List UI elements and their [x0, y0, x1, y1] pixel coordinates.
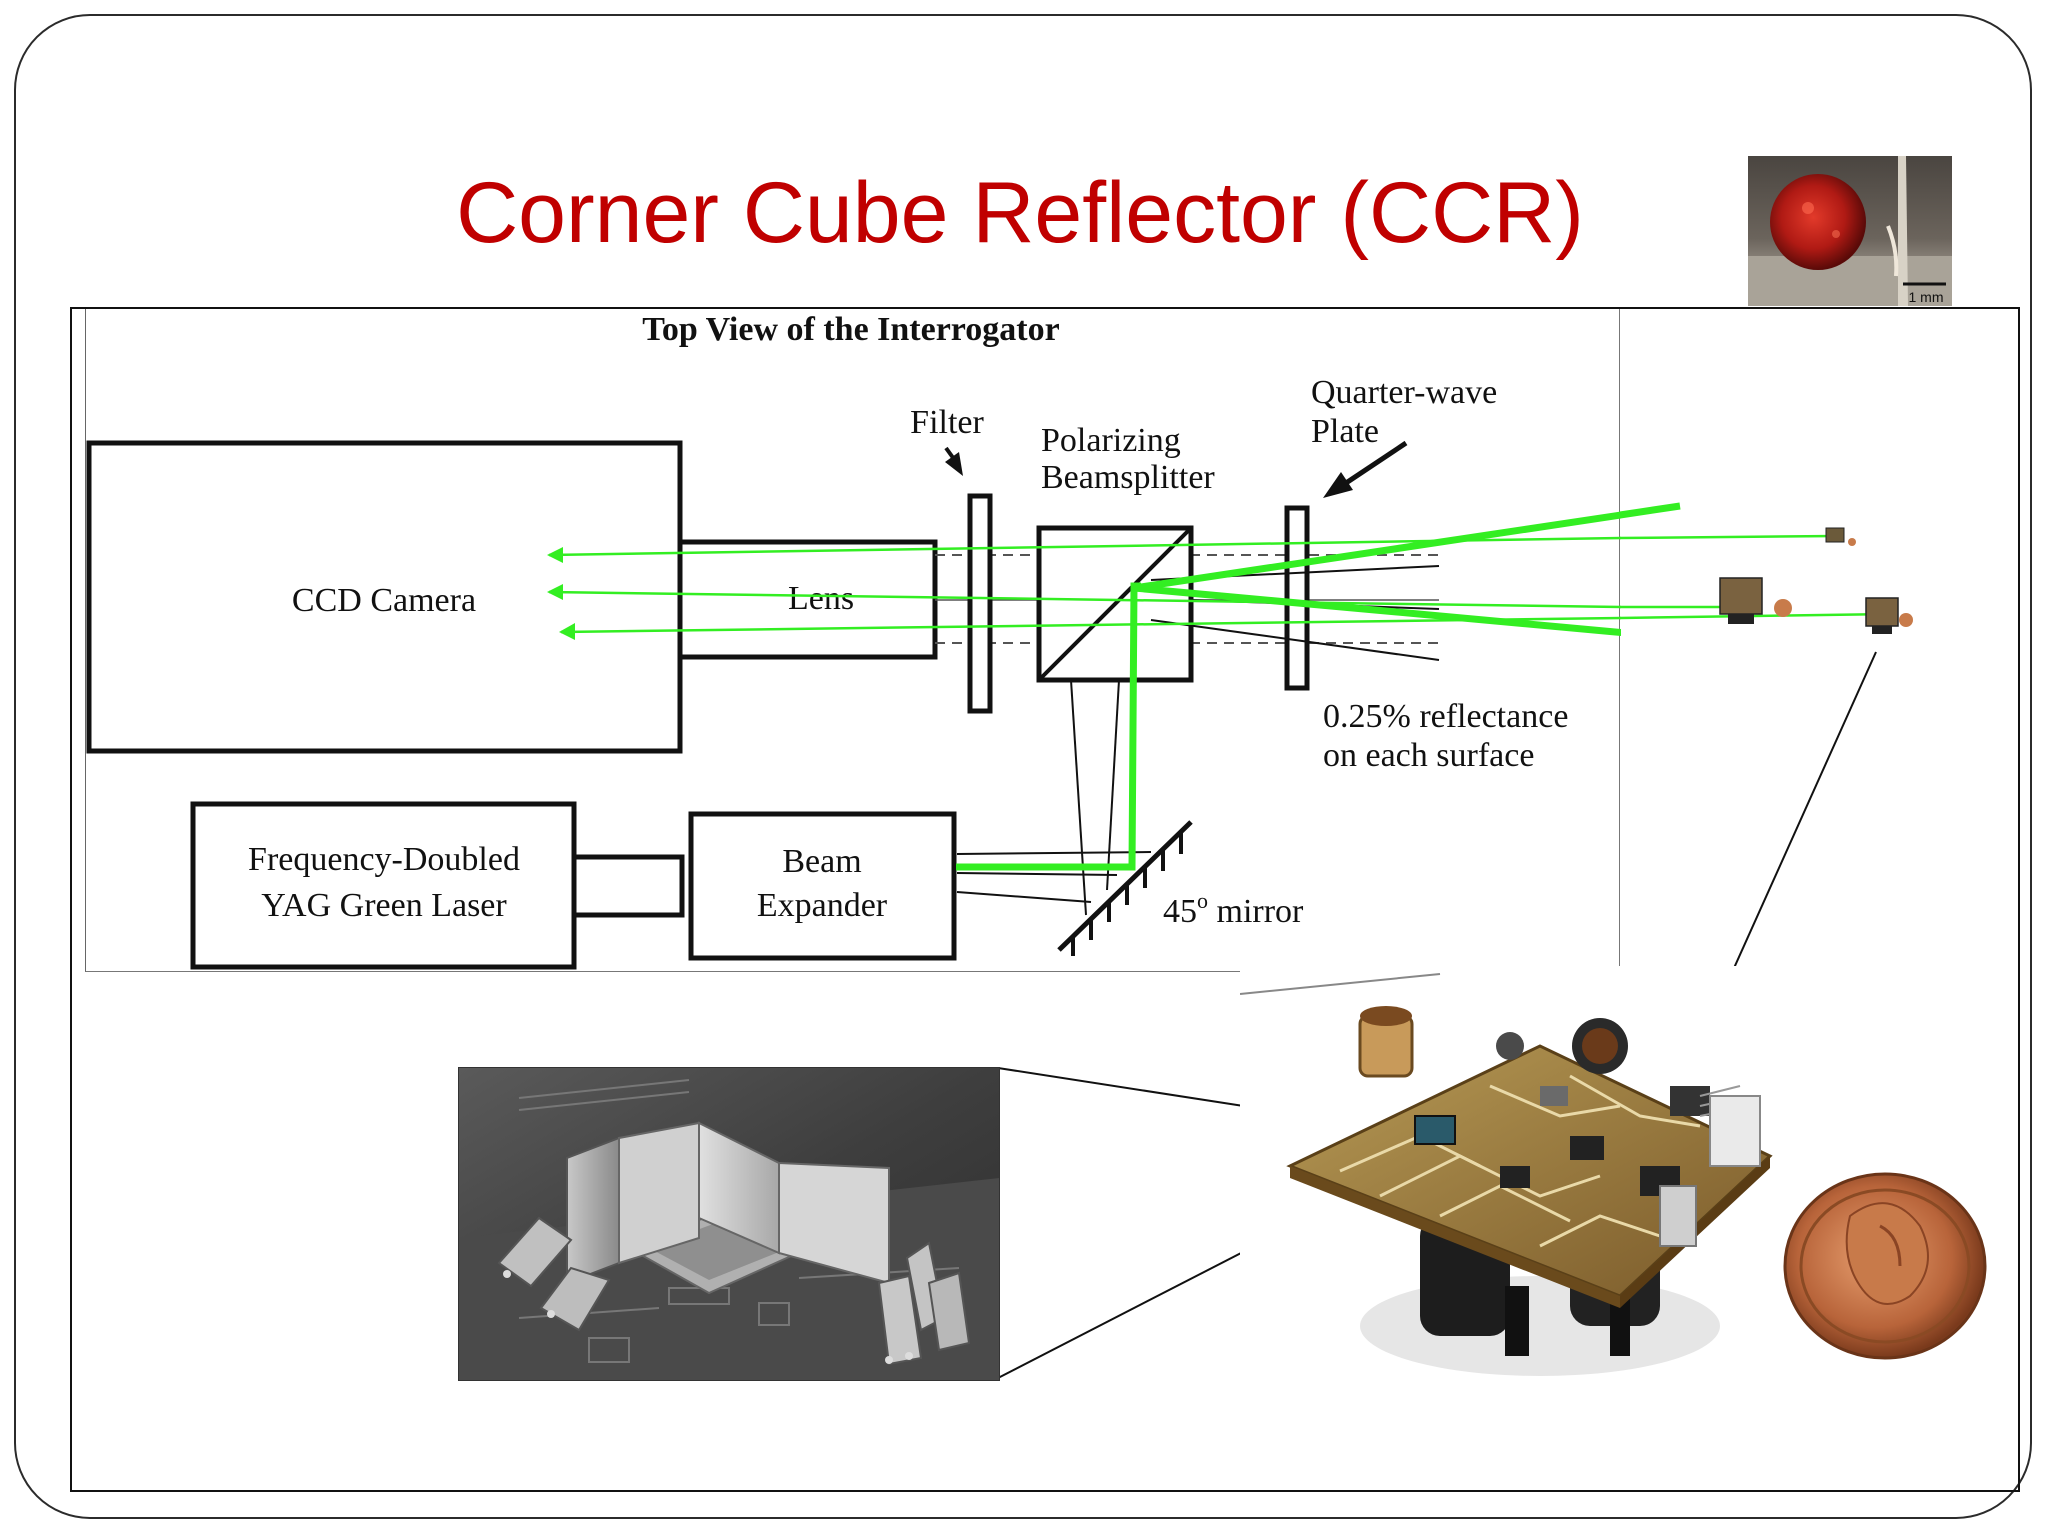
ccr-thumbnail-photo: 1 mm — [1748, 156, 1952, 306]
quarter-wave-label-line2: Plate — [1311, 413, 1379, 450]
filter-label: Filter — [910, 404, 984, 441]
beam-expander-label-line2: Expander — [757, 887, 888, 924]
lens-label: Lens — [788, 580, 854, 617]
beamsplitter-label-line1: Polarizing — [1041, 422, 1181, 459]
reflectance-label-line2: on each surface — [1323, 737, 1534, 774]
quarter-wave-label-line1: Quarter-wave — [1311, 374, 1497, 411]
slide-title: Corner Cube Reflector (CCR) — [456, 165, 1584, 261]
mirror-label: 45o mirror — [1163, 888, 1304, 930]
beam-expander-label-line1: Beam — [782, 843, 861, 880]
filter-plate — [967, 493, 993, 714]
mirror-45-degree — [1057, 820, 1193, 956]
beam-expander-box — [688, 811, 957, 961]
ccr-sem-photo — [458, 1067, 1000, 1381]
quarter-wave-plate — [1284, 505, 1310, 691]
laser-output-tube — [571, 854, 685, 918]
mote-board-photo — [1240, 966, 1992, 1426]
laser-label-line1: Frequency-Doubled — [248, 841, 520, 878]
ccd-camera-label: CCD Camera — [292, 582, 476, 619]
content-box — [70, 307, 2020, 1492]
reflectance-label-line1: 0.25% reflectance — [1323, 698, 1568, 735]
diagram-heading: Top View of the Interrogator — [642, 311, 1059, 348]
laser-beam-paths — [548, 511, 1621, 871]
laser-box — [190, 801, 577, 970]
beamsplitter-label-line2: Beamsplitter — [1041, 459, 1215, 496]
laser-label-line2: YAG Green Laser — [261, 887, 507, 924]
scale-bar-label: 1 mm — [1909, 289, 1944, 305]
interrogator-diagram: Top View of the Interrogator CCD Camera … — [85, 309, 1621, 972]
